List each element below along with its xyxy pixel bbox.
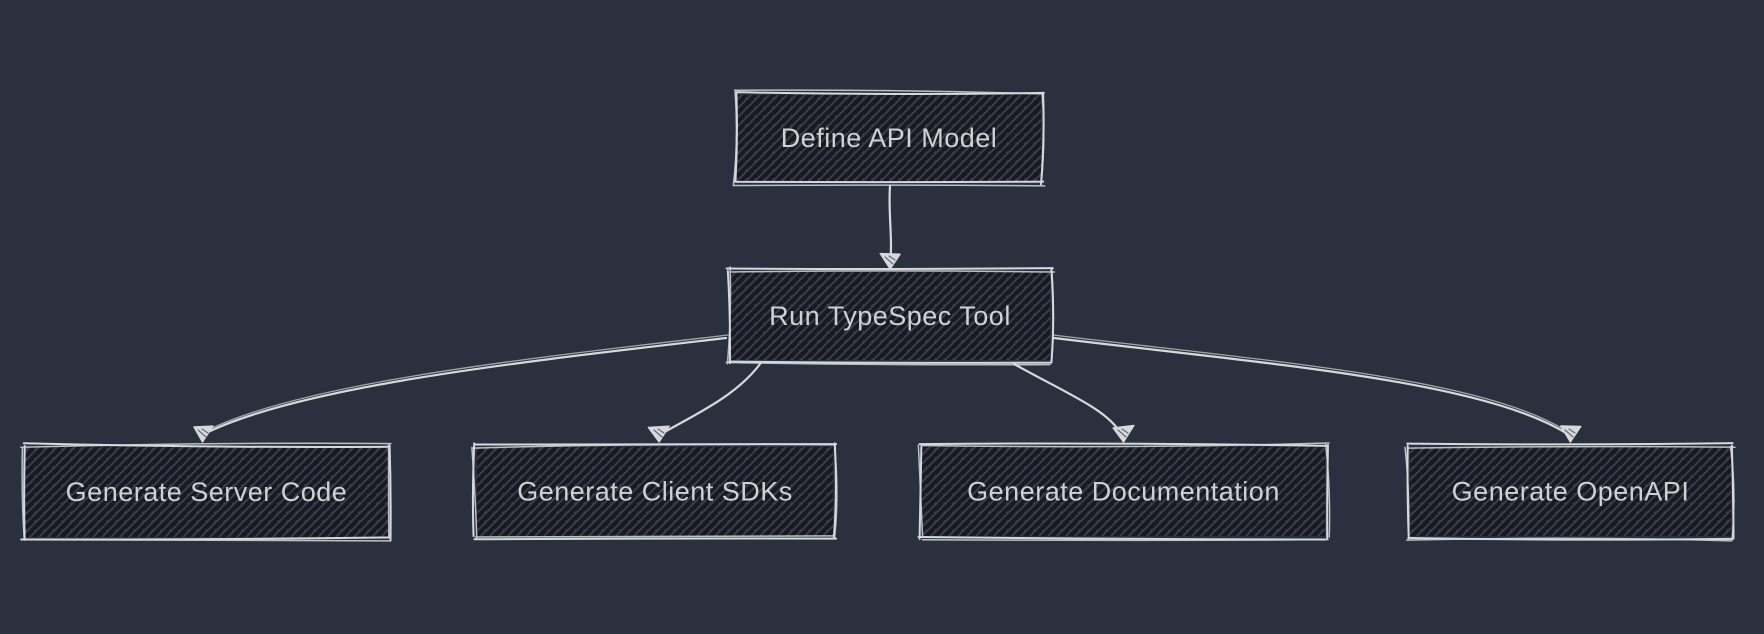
node-border-stroke xyxy=(732,89,1046,187)
arrowhead-generate-documentation xyxy=(1112,424,1135,443)
edge-run-typespec-tool-to-generate-openapi-overstroke xyxy=(1052,334,1566,431)
arrowhead-generate-openapi xyxy=(1560,425,1582,443)
arrowhead-scribble xyxy=(653,428,665,438)
node-label-generate-client-sdks: Generate Client SDKs xyxy=(517,477,793,507)
edge-run-typespec-tool-to-generate-client-sdks xyxy=(659,362,762,436)
node-hatch-fill xyxy=(922,447,1325,536)
nodes-layer: Define API Model Run TypeSpec Tool Gener… xyxy=(20,89,1736,542)
node-hatch-fill xyxy=(730,272,1050,360)
arrowhead-run-typespec-tool xyxy=(879,252,901,270)
node-label-run-typespec-tool: Run TypeSpec Tool xyxy=(769,301,1011,331)
node-border-stroke xyxy=(725,266,1056,366)
node-hatch-fill xyxy=(477,447,833,536)
edge-run-typespec-tool-to-generate-server-code-overstroke xyxy=(205,334,729,432)
edge-run-typespec-tool-to-generate-documentation xyxy=(1012,362,1123,436)
node-define-api-model: Define API Model xyxy=(732,89,1046,187)
node-generate-openapi: Generate OpenAPI xyxy=(1404,442,1736,542)
node-border-stroke xyxy=(1406,442,1735,541)
node-border-stroke xyxy=(20,442,392,542)
edges-layer xyxy=(193,184,1582,443)
node-border-stroke xyxy=(1404,445,1736,542)
node-border-stroke xyxy=(917,442,1331,542)
node-label-define-api-model: Define API Model xyxy=(781,123,998,153)
edge-run-typespec-tool-to-generate-server-code xyxy=(202,336,728,436)
node-generate-client-sdks: Generate Client SDKs xyxy=(471,442,838,541)
node-border-stroke xyxy=(917,442,1329,541)
arrowhead-triangle xyxy=(1560,425,1582,443)
arrowhead-scribble xyxy=(884,255,896,265)
node-border-stroke xyxy=(20,442,392,542)
node-hatch-fill xyxy=(1410,447,1731,536)
node-run-typespec-tool: Run TypeSpec Tool xyxy=(725,266,1056,366)
edge-define-api-model-to-run-typespec-tool xyxy=(888,184,893,265)
arrowhead-triangle xyxy=(1112,424,1135,443)
node-hatch-fill xyxy=(737,95,1041,181)
node-label-generate-openapi: Generate OpenAPI xyxy=(1452,477,1690,507)
node-hatch-fill xyxy=(25,447,388,537)
node-generate-server-code: Generate Server Code xyxy=(20,442,392,542)
edge-run-typespec-tool-to-generate-openapi xyxy=(1052,336,1568,435)
arrowhead-scribble xyxy=(1117,428,1129,438)
node-label-generate-server-code: Generate Server Code xyxy=(66,477,348,507)
arrowhead-scribble xyxy=(1564,428,1576,438)
node-label-generate-documentation: Generate Documentation xyxy=(967,477,1280,507)
arrowhead-generate-server-code xyxy=(193,425,214,443)
node-border-stroke xyxy=(471,443,838,540)
node-generate-documentation: Generate Documentation xyxy=(917,442,1331,542)
arrowhead-scribble xyxy=(197,428,209,438)
arrowhead-generate-client-sdks xyxy=(647,425,670,443)
